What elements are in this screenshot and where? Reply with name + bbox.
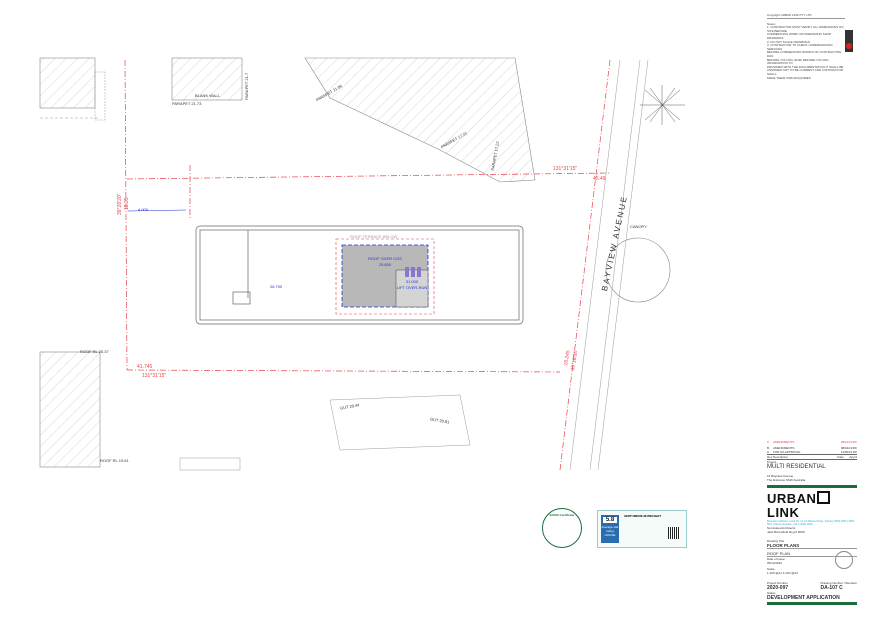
- project-label: Project: [767, 460, 777, 464]
- roof-rl-2: ROOF RL 19.61: [100, 458, 129, 463]
- revision: C: [839, 585, 843, 591]
- neighbour-buildings: [39, 57, 536, 468]
- level-label: 26.700: [270, 284, 283, 289]
- note-line: 3. CONTRACTOR TO CHECK UNDERGROUND SERVI…: [767, 43, 833, 51]
- neighbour-bottom: [179, 394, 471, 471]
- date-value: 05/12/2022: [767, 561, 783, 565]
- address-1: 16 Bayview Avenue: [767, 474, 794, 478]
- roof-terrace: ROOF TERRACE BELOW: [350, 234, 398, 239]
- lift-rl: 31.000: [405, 279, 419, 284]
- notes-panel: Copyright URBAN LINK PTY LTD Notes: 1. C…: [767, 13, 845, 80]
- basix-label: BASIX Certificate: [549, 513, 575, 517]
- parapet-label-2: PARAPET 21.7: [244, 72, 249, 100]
- note-line: ASSUMED NOT TO BE CURRENT AND CONTRACTOR…: [767, 68, 844, 76]
- note-line: MAKE THEIR OWN ENQUIRIES: [767, 75, 811, 80]
- bearing-bottom: 131°31'15": [142, 373, 167, 379]
- scale-value: 1:100 @A1 1:200 @A3: [767, 571, 798, 575]
- roof-over-cos-rl: 25.850: [378, 262, 392, 267]
- dist-left: 18.25: [124, 197, 130, 210]
- note-line: COMMENCING WORK OR PREPARING SHOP DRAWIN…: [767, 32, 832, 40]
- basix-badge: BASIX Certificate: [542, 508, 582, 548]
- status-label: Status: [767, 591, 776, 595]
- status: DEVELOPMENT APPLICATION: [767, 595, 840, 601]
- blank-wall-label: BLANK WALL: [195, 93, 220, 98]
- parapet-label-1: PARAPET 21.73: [172, 101, 202, 106]
- note-line: BEFORE YOU DIG (1100) BEFORE YOU DIG INF…: [767, 57, 829, 66]
- street-lines: [569, 59, 649, 471]
- qr-code-icon: [668, 527, 680, 539]
- notes-heading: Notes:: [767, 21, 776, 26]
- contact-info: Business Address: Level 10, 11-13 Albert…: [767, 520, 855, 526]
- bearing-left: 39°28'20": [117, 193, 123, 215]
- nathers-score: 5.8: [603, 517, 617, 523]
- date-label: Date of Issue: [767, 557, 785, 561]
- nathers-house: HOUSE: [604, 533, 616, 537]
- setback-dim: 4.000: [138, 207, 149, 212]
- sub-title: ROOF PLAN: [767, 551, 857, 557]
- tree-symbol: [640, 85, 685, 125]
- canopy-label: CANOPY: [630, 224, 647, 229]
- boundary: [124, 59, 611, 471]
- drawing-number: DA-107: [820, 585, 838, 591]
- urban-link-logo: URBANLINK: [767, 491, 857, 520]
- note-line: PROVIDED WITH THE DOCUMENTATION IT SHALL…: [767, 64, 844, 69]
- dial-before-you-dig-icon: [845, 30, 853, 52]
- roof-over-cos-label: ROOF OVER COS: [368, 256, 402, 261]
- dist-bottom: 41.745: [137, 364, 153, 370]
- architect: Nominated Architects: [767, 526, 796, 530]
- address-2: The Entrance NSW Australia: [767, 478, 806, 482]
- copyright: Copyright URBAN LINK PTY LTD: [767, 13, 845, 19]
- bearing-top: 131°31'15": [553, 166, 578, 172]
- dist-top: 45.49: [593, 176, 606, 182]
- tree-canopy: [605, 237, 671, 303]
- building-outline: [195, 225, 524, 325]
- drawing-title: FLOOR PLANS: [767, 543, 857, 549]
- roof-rl-1: ROOF RL 20.37: [80, 349, 109, 354]
- scale-label: Scale: [767, 567, 775, 571]
- note-line: BEFORE COMMENCING WORKS OF CONTRACTING D…: [767, 50, 842, 58]
- lift-label: LIFT OVER-RUN: [396, 285, 428, 290]
- project-number: 2020-097: [767, 585, 789, 591]
- nathers-label: Average star rating: [601, 525, 619, 533]
- note-line: 2. DO NOT SCALE DRAWINGS.: [767, 39, 811, 44]
- architect-reg: Jack Bonnefield Reg # 9009: [767, 530, 805, 534]
- note-line: 1. CONTRACTOR MUST VERIFY ALL DIMENSIONS…: [767, 25, 844, 33]
- project-name: MULTI RESIDENTIAL: [767, 464, 826, 470]
- drawing-title-label: Drawing Title: [767, 539, 785, 543]
- nathers-cert: #ENTUMKRE-MJ56GSBJT: [624, 514, 662, 518]
- north-arrow-icon: [835, 551, 853, 569]
